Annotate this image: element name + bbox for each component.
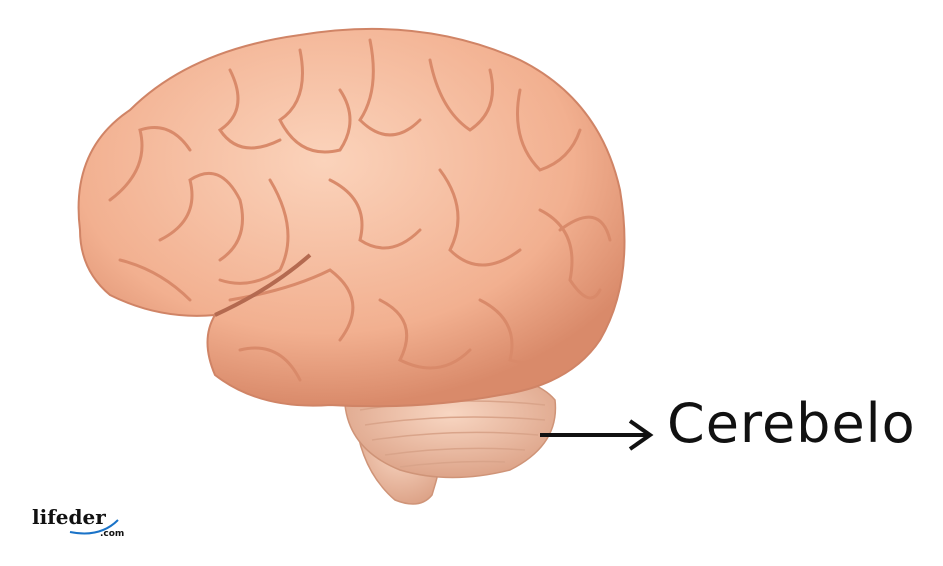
svg-text:lifeder: lifeder	[32, 505, 106, 529]
lateral-sulcus	[214, 253, 312, 317]
cerebellum-label: Cerebelo	[667, 392, 916, 455]
svg-text:.com: .com	[100, 529, 124, 539]
cerebrum	[77, 27, 626, 408]
brain-gyri	[108, 38, 612, 382]
lifeder-logo: lifeder .com	[32, 505, 124, 539]
pointer-arrow-icon	[540, 419, 654, 451]
